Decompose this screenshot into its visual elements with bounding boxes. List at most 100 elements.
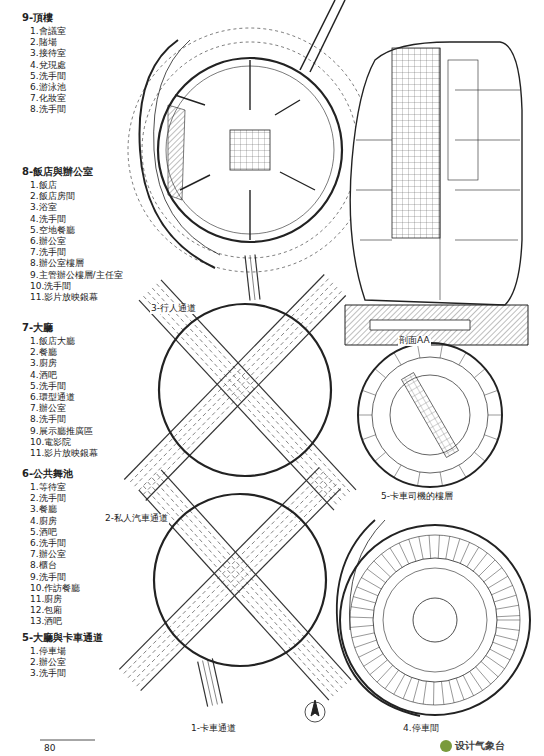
parking-stall — [423, 681, 426, 704]
room-label: 剖面AA — [398, 336, 431, 346]
room-wall — [459, 353, 466, 365]
road-line — [128, 476, 328, 678]
parking-stall — [364, 654, 383, 667]
room-wall — [394, 353, 401, 365]
parking-stall — [352, 633, 374, 638]
room-label: 1.飯店 — [30, 181, 57, 191]
room-label: 2.餐廳 — [30, 348, 57, 358]
room-wall — [485, 390, 498, 395]
room-wall — [459, 465, 466, 477]
room-label: 1.會議室 — [30, 27, 66, 37]
parking-stall — [377, 665, 393, 682]
road-line — [148, 292, 343, 502]
parking-stall — [361, 578, 381, 590]
parking-stall — [467, 547, 479, 567]
parking-stall — [409, 539, 416, 561]
floor-heading: 8-飯店與辦公室 — [22, 166, 93, 177]
parking-stall — [476, 667, 491, 684]
room-label: 6.游泳池 — [30, 83, 66, 93]
room-label: 9.主管辦公樓層/主任室 — [30, 271, 123, 281]
road-line — [255, 254, 260, 299]
road-line — [132, 480, 332, 682]
parking-stall — [355, 640, 377, 647]
parking-stall — [413, 680, 419, 702]
parking-stall — [385, 670, 399, 689]
room-label: 13.酒吧 — [30, 617, 62, 627]
road-line — [137, 287, 337, 492]
parking-stall — [374, 561, 391, 577]
room-label: 8.辦公室樓層 — [30, 259, 84, 269]
room-label: 2.洗手間 — [30, 494, 66, 504]
room-label: 5-卡車司機的樓層 — [380, 492, 454, 502]
parking-stall — [497, 620, 520, 621]
room-wall — [375, 369, 386, 378]
parking-stall — [481, 661, 498, 676]
room-label: 7.化妝室 — [30, 94, 66, 104]
road-line — [148, 482, 338, 692]
room-label: 2.飯店房間 — [30, 192, 75, 202]
parking-stall — [456, 678, 464, 700]
road-line — [143, 296, 338, 506]
room-label: 2-私人汽車通道 — [104, 514, 169, 524]
room-label: 4.廚房 — [30, 517, 57, 527]
room-label: 8.櫃台 — [30, 561, 57, 571]
room-wall — [417, 472, 419, 486]
parking-stall — [449, 680, 454, 702]
room-wall — [485, 435, 498, 440]
room-label: 4.停車間 — [402, 724, 440, 734]
road-line — [207, 659, 217, 704]
parking-stall — [495, 635, 517, 641]
parking-stall — [493, 642, 514, 650]
parking-stall — [492, 585, 513, 594]
room-label: 10.洗手間 — [30, 282, 71, 292]
parking-stall — [399, 543, 409, 564]
floor-heading: 7-大廳 — [22, 322, 53, 333]
room-label: 80 — [44, 744, 55, 754]
road-line — [146, 295, 346, 500]
parking-stall — [497, 616, 520, 617]
road-line — [198, 662, 208, 707]
room-label: 6.環型通道 — [30, 393, 75, 403]
room-label: 3.洗手間 — [30, 669, 66, 679]
room-label: 11.影片放映銀幕 — [30, 293, 98, 303]
parking-stall — [497, 628, 520, 631]
room-label: 7.洗手間 — [30, 248, 66, 258]
road-line — [203, 661, 213, 706]
room-label: 4.兌現處 — [30, 61, 66, 71]
parking-stall — [403, 677, 412, 698]
parking-stall — [438, 535, 439, 558]
room-label: 2.辦公室 — [30, 658, 66, 668]
parking-stall — [350, 617, 373, 619]
room-label: 10.電影院 — [30, 438, 71, 448]
room-label: 5.酒吧 — [30, 528, 57, 538]
room-label: 4.酒吧 — [30, 371, 57, 381]
road-line — [141, 489, 341, 691]
room-label: 8.洗手間 — [30, 415, 66, 425]
room-label: 9.洗手間 — [30, 573, 66, 583]
room-label: 3.廚房 — [30, 359, 57, 369]
floor-heading: 设计气象台 — [455, 740, 505, 751]
road-line — [119, 467, 319, 669]
road-line — [143, 486, 333, 696]
floor-heading: 6-公共舞池 — [22, 468, 73, 479]
room-wall — [474, 369, 485, 378]
parking-stall — [359, 647, 380, 657]
parking-stall — [446, 536, 450, 559]
floor-heading: 5-大廳與卡車通道 — [22, 632, 103, 643]
room-wall — [440, 472, 442, 486]
room-label: 9.展示廳推廣區 — [30, 427, 93, 437]
room-wall — [362, 390, 375, 395]
parking-stall — [419, 537, 423, 560]
road-line — [157, 474, 347, 684]
room-label: 1-卡車通道 — [190, 724, 237, 734]
parking-stall — [486, 656, 505, 669]
room-label: 5.洗手間 — [30, 72, 66, 82]
parking-stall — [350, 625, 373, 627]
room-wall — [417, 344, 419, 358]
parking-stall — [479, 560, 495, 576]
room-label: 10.作訪餐廳 — [30, 584, 80, 594]
parking-stall — [433, 682, 434, 705]
parking-stall — [367, 569, 385, 583]
parking-stall — [357, 587, 378, 596]
room-label: 6.辦公室 — [30, 237, 66, 247]
